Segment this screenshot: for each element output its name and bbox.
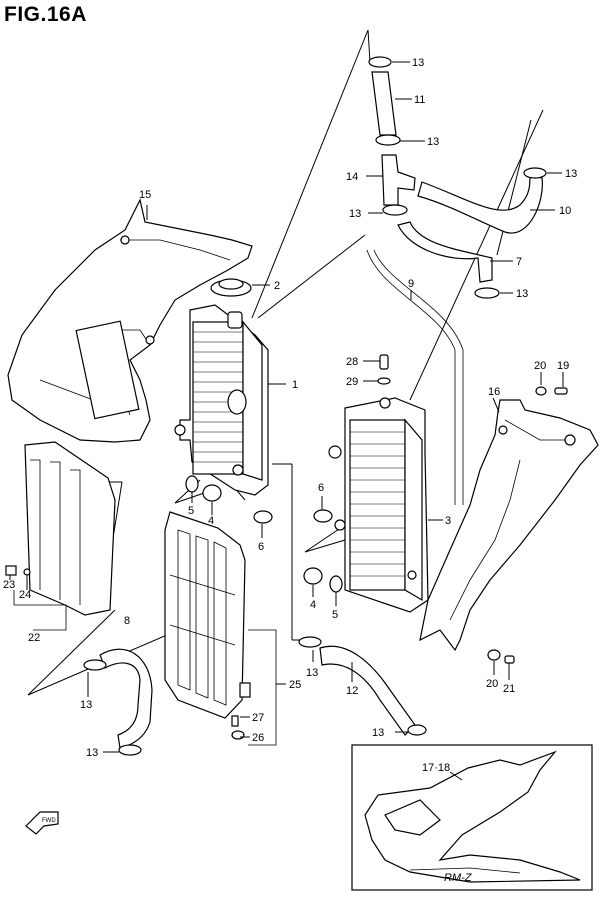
fasteners [185, 354, 568, 664]
callout-13-e: 13 [516, 288, 528, 300]
callout-13-f: 13 [306, 667, 318, 679]
callout-11: 11 [414, 94, 425, 106]
callout-17-18: 17·18 [422, 762, 450, 774]
callout-3: 3 [445, 515, 451, 527]
part-3-right-radiator [328, 397, 429, 613]
callout-12: 12 [346, 685, 358, 697]
fwd-direction-marker: FWD [25, 811, 59, 835]
callout-21: 21 [503, 683, 515, 695]
decal-inset-box: RM-Z [351, 744, 593, 891]
callout-13-h: 13 [80, 699, 92, 711]
callout-28: 28 [346, 356, 358, 368]
callout-20-bottom: 20 [486, 678, 498, 690]
callout-6-right: 6 [318, 482, 324, 494]
part-2-radiator-cap [210, 278, 270, 297]
callout-22: 22 [28, 632, 40, 644]
callout-19: 19 [557, 360, 569, 372]
part-15-left-shroud [7, 198, 253, 443]
callout-8: 8 [124, 615, 130, 627]
part-22-louver [5, 441, 116, 631]
callout-10: 10 [559, 205, 571, 217]
callout-13-d: 13 [565, 168, 577, 180]
callout-4-right: 4 [310, 599, 316, 611]
part-1-left-radiator [174, 304, 269, 496]
callout-25: 25 [289, 679, 301, 691]
callout-4-left: 4 [208, 515, 214, 527]
callout-29: 29 [346, 376, 358, 388]
callout-24: 24 [19, 589, 31, 601]
callout-2: 2 [274, 280, 280, 292]
fwd-label: FWD [42, 818, 56, 824]
callout-13-g: 13 [372, 727, 384, 739]
callout-9: 9 [408, 278, 414, 290]
callout-6-left: 6 [258, 541, 264, 553]
callout-13-b: 13 [427, 136, 439, 148]
callout-13-i: 13 [86, 747, 98, 759]
callout-15: 15 [139, 189, 151, 201]
callout-16: 16 [488, 386, 500, 398]
callout-5-left: 5 [188, 505, 194, 517]
callout-14: 14 [346, 171, 358, 183]
callout-26: 26 [252, 732, 264, 744]
callout-23: 23 [3, 579, 15, 591]
part-16-right-shroud [419, 399, 599, 652]
figure-title: FIG.16A [4, 3, 87, 26]
part-25-radiator-guard [164, 511, 277, 746]
callout-13-c: 13 [349, 208, 361, 220]
callout-5-right: 5 [332, 609, 338, 621]
callout-7: 7 [516, 256, 522, 268]
callout-27: 27 [252, 712, 264, 724]
hose-group [83, 56, 547, 756]
callout-20-top: 20 [534, 360, 546, 372]
callout-13-a: 13 [412, 57, 424, 69]
callout-1: 1 [292, 379, 298, 391]
decal-logo-text: RM-Z [444, 872, 473, 884]
callout-leaders [9, 61, 564, 781]
callout-labels: 1 2 3 4 4 5 5 6 6 7 8 9 10 11 12 13 13 1… [3, 57, 577, 774]
